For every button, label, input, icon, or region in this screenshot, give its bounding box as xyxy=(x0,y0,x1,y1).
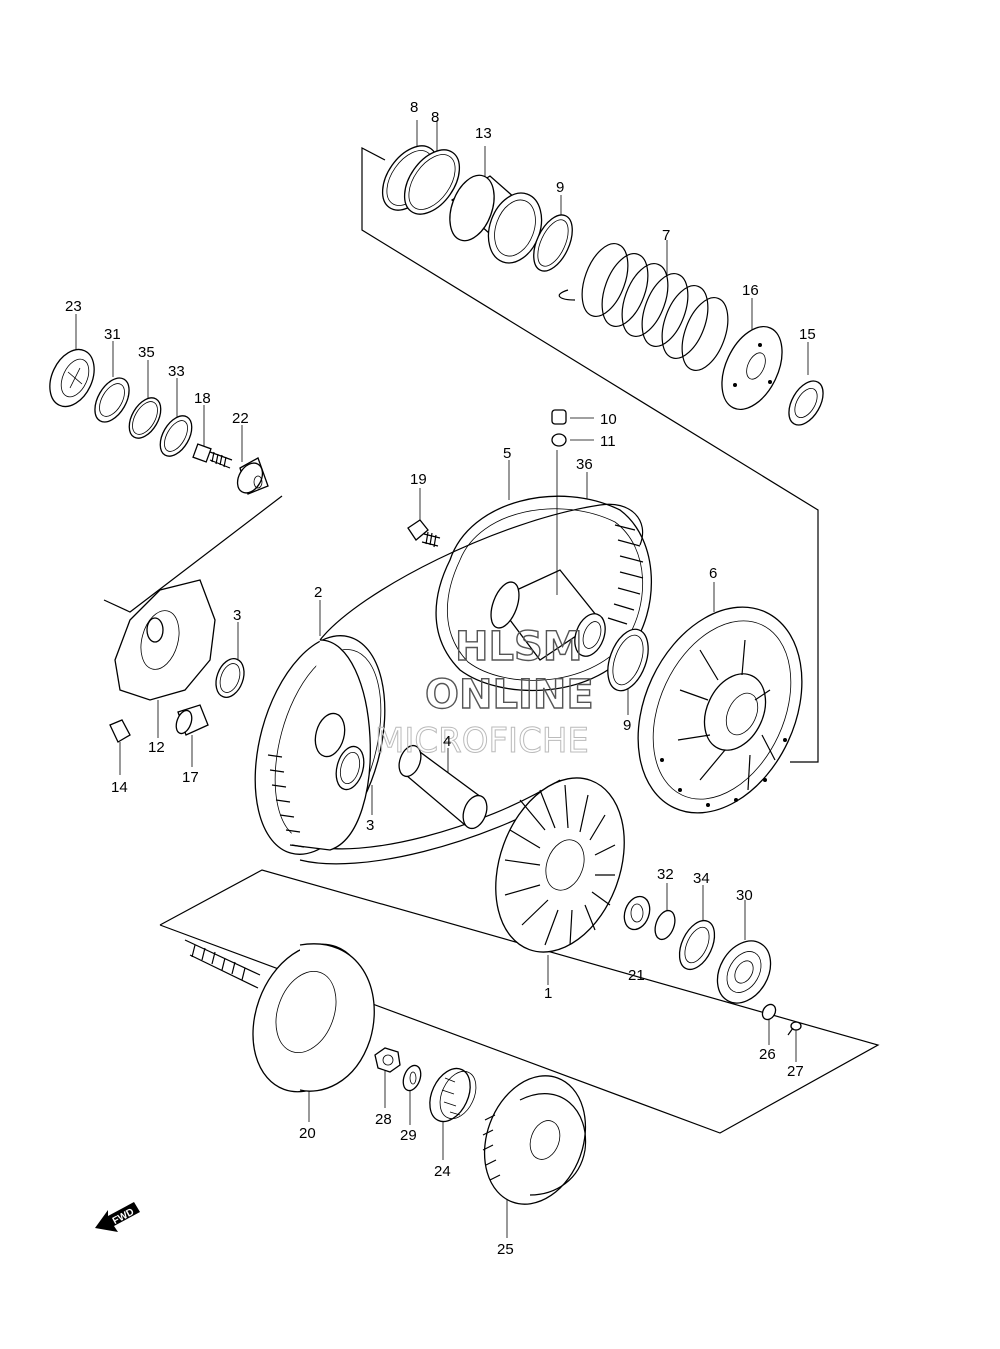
ring-3-lower xyxy=(335,745,365,791)
callout-9: 9 xyxy=(556,179,564,196)
guide-collar-13 xyxy=(449,174,543,264)
callout-4: 4 xyxy=(443,733,451,750)
callout-2: 2 xyxy=(314,584,322,601)
callout-31: 31 xyxy=(104,326,121,343)
callout-1: 1 xyxy=(544,985,552,1002)
watermark: HLSM ONLINE MICROFICHE xyxy=(375,623,595,761)
ring-35 xyxy=(128,397,162,439)
washer-29 xyxy=(402,1064,422,1092)
ring-8-inner xyxy=(403,149,461,215)
watermark-line-2: ONLINE xyxy=(425,672,594,718)
drive-face-gear-2 xyxy=(254,635,386,855)
nut-15 xyxy=(788,380,824,426)
callout-9b: 9 xyxy=(623,717,631,734)
watermark-line-1: HLSM xyxy=(455,624,583,670)
callout-12: 12 xyxy=(148,739,165,756)
callout-32: 32 xyxy=(657,866,674,883)
fwd-label: FWD xyxy=(111,1207,136,1227)
seal-23 xyxy=(49,348,95,408)
pin-10 xyxy=(551,409,567,425)
callout-11: 11 xyxy=(600,433,616,450)
callout-3: 3 xyxy=(233,607,241,624)
callout-25: 25 xyxy=(497,1241,514,1258)
ramp-plate-12 xyxy=(114,579,216,701)
group-frame-lines xyxy=(103,147,880,1134)
nut-28 xyxy=(374,1047,401,1073)
callout-6: 6 xyxy=(709,565,717,582)
ball-11 xyxy=(551,433,567,447)
watermark-line-3: MICROFICHE xyxy=(375,721,589,761)
ring-33 xyxy=(159,415,193,457)
ring-32 xyxy=(654,909,676,941)
clutch-shoe-25 xyxy=(482,1075,587,1205)
callout-29: 29 xyxy=(400,1127,417,1144)
callout-5: 5 xyxy=(503,445,511,462)
spacer-22 xyxy=(236,457,269,495)
callout-17: 17 xyxy=(182,769,199,786)
callout-3b: 3 xyxy=(366,817,374,834)
callout-8: 8 xyxy=(410,99,418,116)
callout-36: 36 xyxy=(576,456,593,473)
ring-9-upper xyxy=(533,214,573,272)
seal-34 xyxy=(678,919,716,971)
driven-face-6 xyxy=(637,606,803,814)
slider-14 xyxy=(109,719,131,743)
callout-33: 33 xyxy=(168,363,185,380)
callout-21: 21 xyxy=(628,967,645,984)
fwd-direction-icon: FWD xyxy=(95,1202,140,1232)
callout-13: 13 xyxy=(475,125,492,142)
callout-16: 16 xyxy=(742,282,759,299)
needle-bearing-24 xyxy=(429,1067,477,1123)
callout-30: 30 xyxy=(736,887,753,904)
callout-26: 26 xyxy=(759,1046,776,1063)
bolt-19 xyxy=(407,519,441,548)
driven-shaft-5 xyxy=(490,450,606,661)
callout-15: 15 xyxy=(799,326,816,343)
bearing-30 xyxy=(716,940,772,1004)
drive-fan-1 xyxy=(495,777,625,953)
callout-34: 34 xyxy=(693,870,710,887)
clutch-housing-20 xyxy=(184,939,375,1093)
leader-lines xyxy=(75,120,809,1238)
callout-27: 27 xyxy=(787,1063,804,1080)
callout-35: 35 xyxy=(138,344,155,361)
callout-22: 22 xyxy=(232,410,249,427)
bolt-18 xyxy=(192,443,233,469)
sleeve-4 xyxy=(398,744,488,830)
callout-23: 23 xyxy=(65,298,82,315)
callout-28: 28 xyxy=(375,1111,392,1128)
callout-labels: 8 8 13 9 7 16 15 23 31 35 33 18 22 10 11… xyxy=(65,99,816,1258)
callout-14: 14 xyxy=(111,779,128,796)
callout-18: 18 xyxy=(194,390,211,407)
ring-31 xyxy=(94,377,130,423)
spring-7 xyxy=(558,243,729,371)
washer-26 xyxy=(761,1003,777,1021)
plate-16 xyxy=(721,325,783,411)
callout-8b: 8 xyxy=(431,109,439,126)
ring-9-lower xyxy=(607,628,649,692)
ring-3-upper xyxy=(215,658,245,698)
callout-10: 10 xyxy=(600,411,617,428)
roller-17 xyxy=(175,704,209,736)
callout-24: 24 xyxy=(434,1163,451,1180)
callout-19: 19 xyxy=(410,471,427,488)
screw-27 xyxy=(787,1021,802,1036)
callout-7: 7 xyxy=(662,227,670,244)
collar-21 xyxy=(623,895,651,931)
callout-20: 20 xyxy=(299,1125,316,1142)
